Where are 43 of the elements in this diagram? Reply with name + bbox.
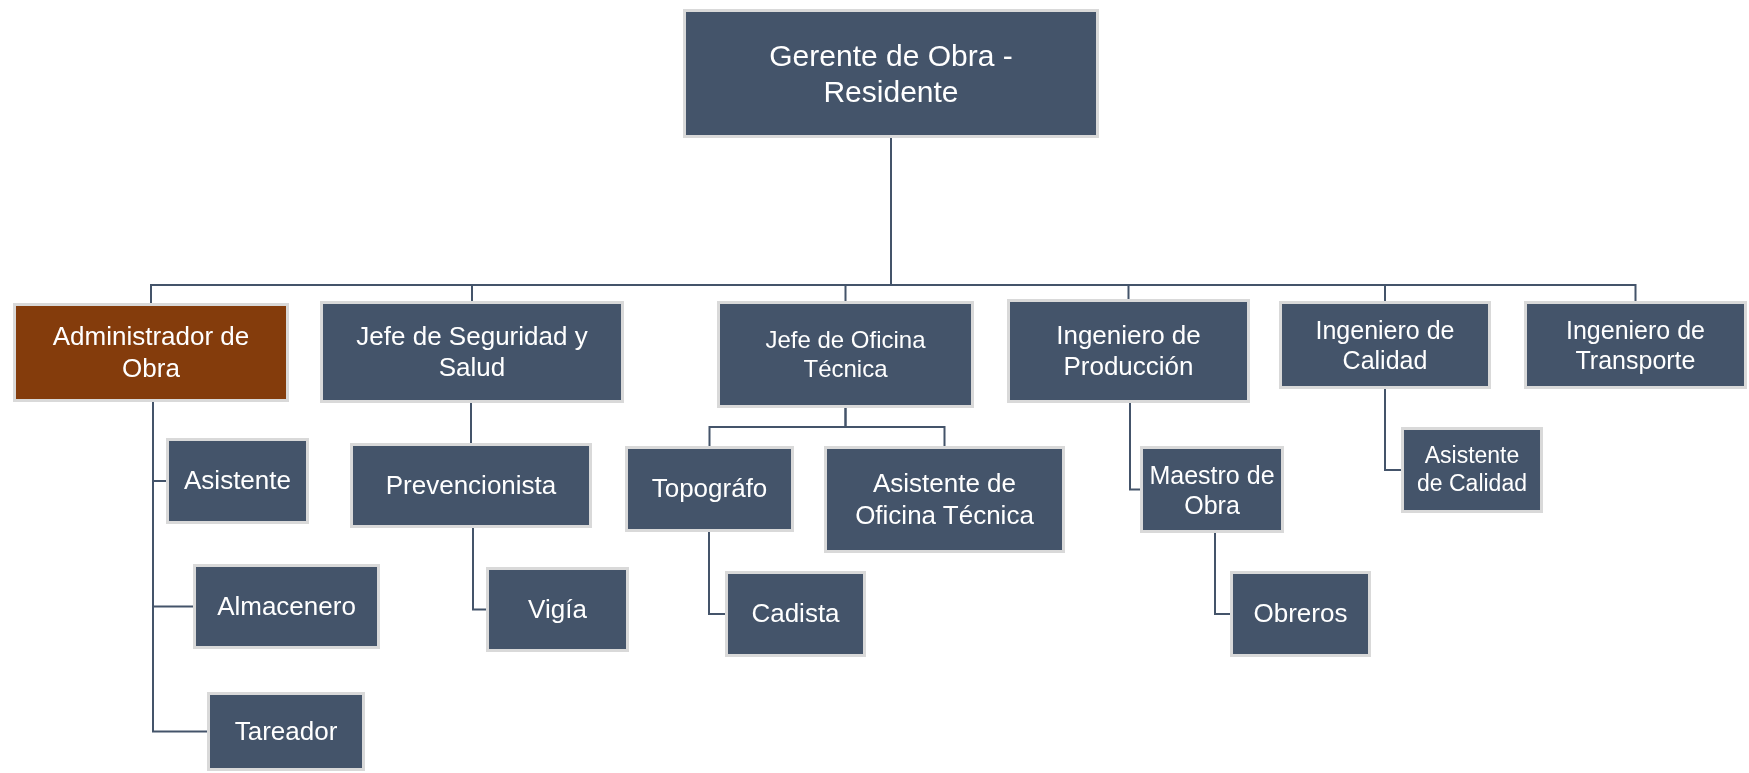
connector-line [472, 527, 487, 611]
role-box [824, 446, 1065, 553]
role-title: Asistente de Calidad [1416, 441, 1528, 498]
role-title: Ingeniero de Producción [1055, 318, 1202, 383]
role-box [1230, 571, 1371, 657]
role-title: Asistente de Oficina Técnica [854, 467, 1035, 532]
role-title: Maestro de Obra [1148, 459, 1276, 521]
connector-line [1384, 388, 1402, 471]
role-box [1140, 446, 1284, 533]
connector-line [470, 402, 472, 444]
role-title: Asistente [183, 464, 292, 498]
connector-line [844, 407, 946, 447]
connector-line [708, 531, 726, 615]
role-box [1007, 299, 1250, 403]
role-box [1401, 427, 1543, 513]
role-title: Ingeniero de Calidad [1314, 315, 1456, 376]
role-box [166, 438, 309, 524]
role-title: Ingeniero de Transporte [1565, 315, 1706, 376]
role-box [625, 446, 794, 532]
role-box [725, 571, 866, 657]
role-title: Jefe de Seguridad y Salud [355, 319, 589, 384]
role-title: Vigía [527, 592, 588, 626]
role-box [13, 303, 289, 402]
connector-line [1214, 532, 1231, 615]
role-box [1279, 301, 1491, 389]
role-title: Administrador de Obra [51, 320, 251, 385]
role-box [193, 564, 380, 649]
role-box [1524, 301, 1747, 389]
role-title: Tareador [233, 714, 339, 748]
role-box [683, 9, 1099, 138]
role-title: Gerente de Obra - Residente [768, 37, 1014, 110]
role-box [486, 567, 629, 652]
connector-line [1129, 402, 1141, 491]
role-title: Jefe de Oficina Técnica [764, 324, 927, 384]
role-box [207, 692, 365, 771]
role-title: Prevencionista [384, 468, 558, 502]
role-box [350, 443, 592, 528]
role-box [320, 301, 624, 403]
role-title: Almacenero [216, 589, 357, 623]
role-title: Topográfo [650, 472, 769, 506]
role-box [717, 301, 974, 408]
role-title: Cadista [750, 597, 841, 631]
role-title: Obreros [1252, 597, 1349, 631]
